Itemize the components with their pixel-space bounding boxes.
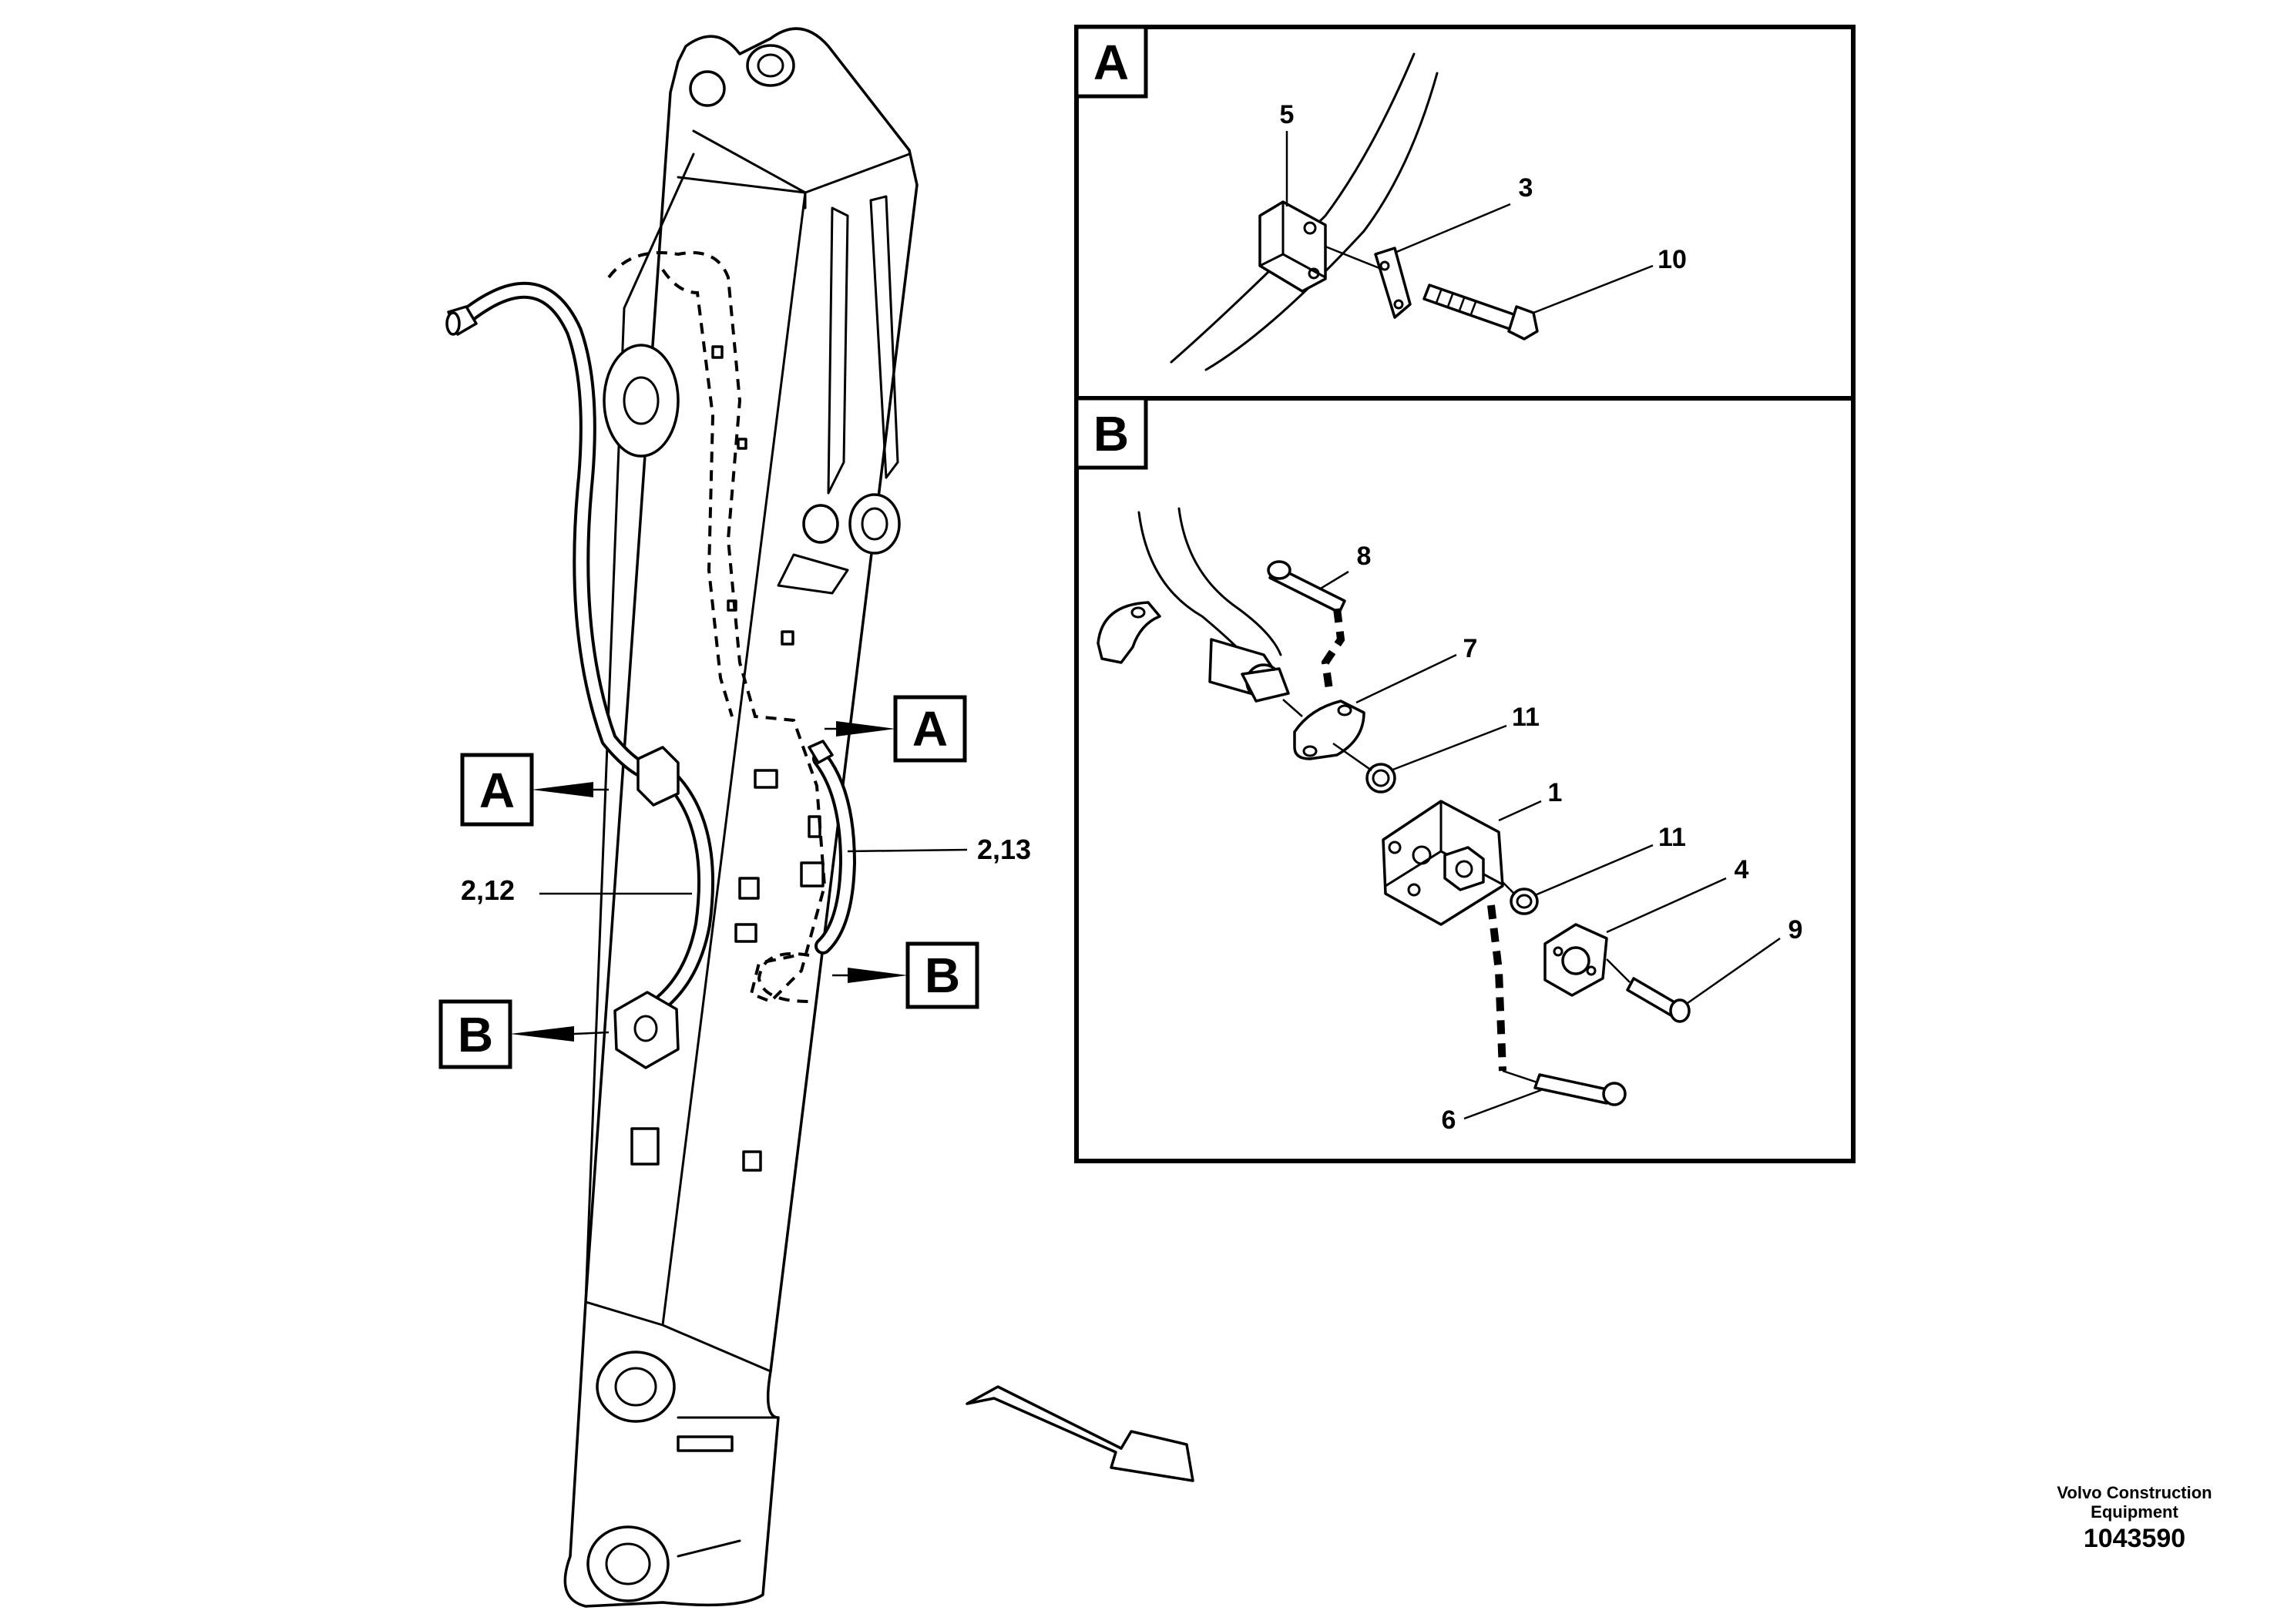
part-6-label: 6 xyxy=(1442,1106,1456,1135)
part-3-label: 3 xyxy=(1519,173,1533,203)
part-5-label: 5 xyxy=(1280,100,1295,129)
boom-arm xyxy=(563,27,919,1608)
drawing-number: 1043590 xyxy=(2084,1524,2185,1553)
callout-b-left: B xyxy=(458,1007,493,1062)
direction-arrow-icon xyxy=(966,1385,1194,1482)
company-name-line2: Equipment xyxy=(2091,1502,2178,1522)
callout-a-left: A xyxy=(479,763,515,818)
part-11-top-label: 11 xyxy=(1512,703,1540,732)
detail-a-label: A xyxy=(1093,35,1129,90)
company-name-line1: Volvo Construction xyxy=(2057,1483,2212,1502)
part-9-label: 9 xyxy=(1789,915,1803,945)
detail-a-panel: A 5 3 10 xyxy=(1074,25,1856,401)
part-1-label: 1 xyxy=(1548,778,1563,807)
label-2-12: 2,12 xyxy=(461,874,515,906)
callout-b-left-box xyxy=(438,999,512,1069)
callout-b-right: B xyxy=(925,948,960,1003)
detail-b-panel: B xyxy=(1074,396,1856,1163)
callout-a-right: A xyxy=(912,701,948,757)
label-2-13: 2,13 xyxy=(977,834,1031,865)
part-11-bottom-label: 11 xyxy=(1658,823,1686,852)
hose-2-12 xyxy=(445,281,714,1069)
part-10-label: 10 xyxy=(1658,245,1687,274)
part-4-label: 4 xyxy=(1735,855,1749,884)
boom-callouts: A A B B 2,12 2,13 xyxy=(438,695,1031,1069)
hose-2-13 xyxy=(808,740,856,955)
part-8-label: 8 xyxy=(1357,542,1372,571)
footer: Volvo Construction Equipment 1043590 xyxy=(2057,1483,2212,1553)
detail-b-label: B xyxy=(1093,406,1129,461)
part-7-label: 7 xyxy=(1463,634,1478,663)
